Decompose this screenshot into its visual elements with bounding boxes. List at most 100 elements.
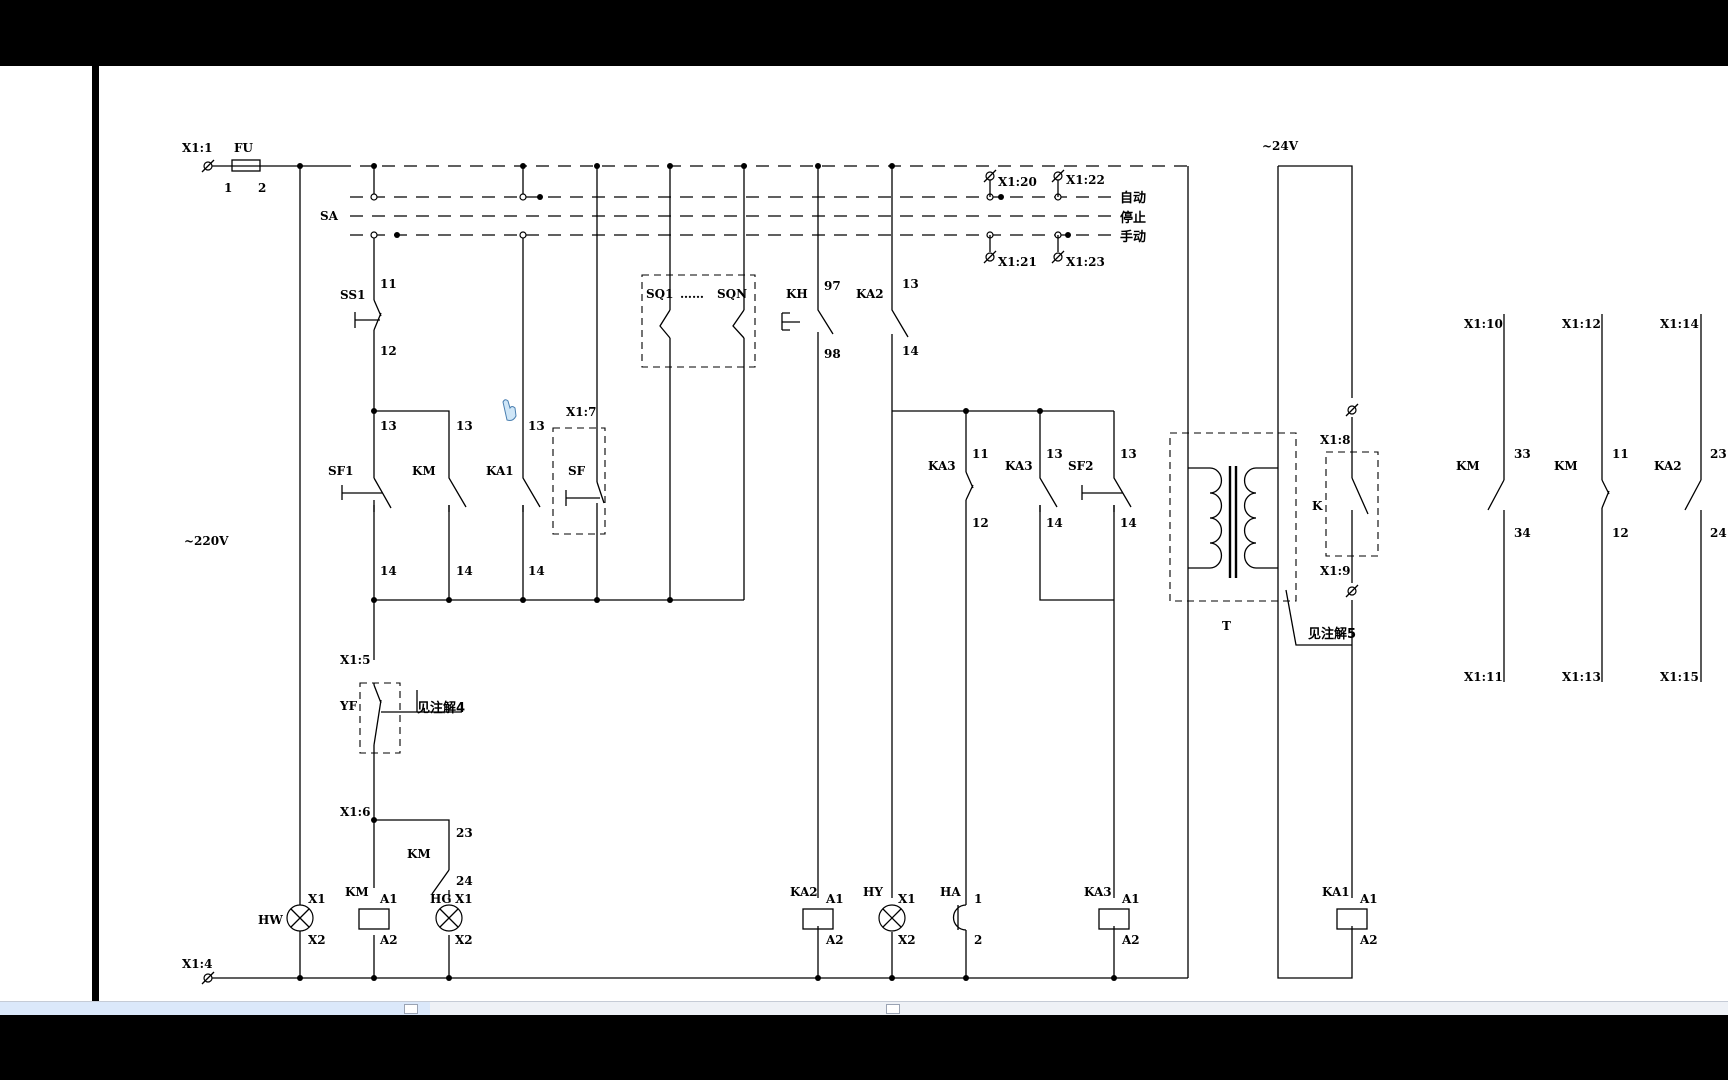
label-stop: 停止	[1120, 210, 1146, 226]
lamp-hg	[435, 904, 463, 932]
label-sf1: SF1	[328, 464, 354, 478]
label-hy-x1: X1	[898, 892, 916, 906]
label-node-13-c: 13	[528, 419, 545, 433]
label-k: K	[1312, 499, 1323, 513]
label-fu-2: 2	[258, 181, 266, 195]
label-ka2-a1: A1	[825, 892, 844, 906]
label-sqn: SQN	[717, 287, 747, 301]
label-ka1-a2: A2	[1359, 933, 1378, 947]
label-right-12: 12	[1612, 526, 1629, 540]
label-x1-15: X1:15	[1660, 670, 1699, 684]
contacts	[341, 299, 1702, 895]
terminals	[201, 159, 1359, 985]
labels: X1:1 FU 1 2 SA X1:20 X1:22 X1:21 X1:23 自…	[182, 139, 1727, 971]
label-sf2: SF2	[1068, 459, 1094, 473]
label-node-14-c: 14	[528, 564, 545, 578]
label-x1-21: X1:21	[998, 255, 1037, 269]
lamp-hw	[286, 904, 314, 932]
label-sq-dots: ……	[680, 287, 704, 301]
label-node-14-b: 14	[456, 564, 473, 578]
label-x1-7: X1:7	[566, 405, 596, 419]
label-right-23: 23	[1710, 447, 1727, 461]
label-sa: SA	[320, 209, 339, 223]
label-24v: ~24V	[1262, 139, 1299, 153]
coils-and-lamps	[286, 904, 1368, 932]
label-ha: HA	[940, 885, 961, 899]
scroll-grip-left[interactable]	[404, 1004, 418, 1014]
label-ka3-nc: KA3	[928, 459, 956, 473]
label-x1-9: X1:9	[1320, 564, 1350, 578]
label-fu-1: 1	[224, 181, 232, 195]
label-note-5: 见注解5	[1308, 626, 1356, 642]
label-x1-12: X1:12	[1562, 317, 1601, 331]
label-x1-8: X1:8	[1320, 433, 1350, 447]
label-sf: SF	[568, 464, 586, 478]
label-ka1-mid: KA1	[486, 464, 514, 478]
ka2-coil	[802, 908, 834, 930]
label-right-34: 34	[1514, 526, 1531, 540]
label-kh: KH	[786, 287, 808, 301]
label-ka2-top: KA2	[856, 287, 884, 301]
viewport-left-border	[92, 66, 99, 1001]
label-right-ka2: KA2	[1654, 459, 1682, 473]
label-km-mid: KM	[412, 464, 436, 478]
model-layout-tab-strip[interactable]	[0, 1002, 430, 1015]
label-ka2-14: 14	[902, 344, 919, 358]
label-ka1-a1: A1	[1359, 892, 1378, 906]
bottom-scrollbar[interactable]	[0, 1001, 1728, 1015]
label-right-11: 11	[1612, 447, 1629, 461]
label-node-14-a: 14	[380, 564, 397, 578]
label-x1-6: X1:6	[340, 805, 370, 819]
scroll-grip-center[interactable]	[886, 1004, 900, 1014]
label-ka3-coil: KA3	[1084, 885, 1112, 899]
label-ka3-a1: A1	[1121, 892, 1140, 906]
label-ka3-14: 14	[1046, 516, 1063, 530]
label-right-24: 24	[1710, 526, 1727, 540]
label-sf2-14: 14	[1120, 516, 1137, 530]
label-ha-1: 1	[974, 892, 982, 906]
label-fu: FU	[234, 141, 254, 155]
label-ss1-12: 12	[380, 344, 397, 358]
label-ka1-coil: KA1	[1322, 885, 1350, 899]
horn-ha	[952, 904, 967, 931]
drawing-canvas[interactable]	[0, 66, 1728, 1001]
label-hy: HY	[863, 885, 883, 899]
label-ka3-12: 12	[972, 516, 989, 530]
label-hg-x2: X2	[455, 933, 473, 947]
label-ka3-a2: A2	[1121, 933, 1140, 947]
label-x1-5: X1:5	[340, 653, 370, 667]
label-hg-x1: X1	[455, 892, 473, 906]
label-right-km-1: KM	[1456, 459, 1480, 473]
label-x1-4: X1:4	[182, 957, 212, 971]
fuse-fu	[231, 159, 261, 172]
label-km-a1: A1	[379, 892, 398, 906]
label-ka2-coil: KA2	[790, 885, 818, 899]
label-right-km-2: KM	[1554, 459, 1578, 473]
label-kh-98: 98	[824, 347, 841, 361]
label-ka3-13: 13	[1046, 447, 1063, 461]
label-x1-20: X1:20	[998, 175, 1037, 189]
label-transformer-t: T	[1222, 619, 1231, 633]
label-ka2-13: 13	[902, 277, 919, 291]
label-x1-10: X1:10	[1464, 317, 1503, 331]
label-auto: 自动	[1120, 190, 1146, 206]
label-km-a2: A2	[379, 933, 398, 947]
label-x1-1: X1:1	[182, 141, 212, 155]
label-manual: 手动	[1120, 229, 1146, 245]
junction-dots	[297, 163, 1117, 981]
lamp-hy	[878, 904, 906, 932]
label-x1-23: X1:23	[1066, 255, 1105, 269]
label-hw-x1: X1	[308, 892, 326, 906]
label-right-33: 33	[1514, 447, 1531, 461]
label-yf: YF	[339, 699, 358, 713]
label-node-13-a: 13	[380, 419, 397, 433]
hand-cursor-icon	[502, 399, 517, 421]
label-km-23: 23	[456, 826, 473, 840]
label-ss1: SS1	[340, 288, 365, 302]
label-x1-13: X1:13	[1562, 670, 1601, 684]
label-x1-11: X1:11	[1464, 670, 1503, 684]
label-ka3-11: 11	[972, 447, 989, 461]
label-ha-2: 2	[974, 933, 982, 947]
